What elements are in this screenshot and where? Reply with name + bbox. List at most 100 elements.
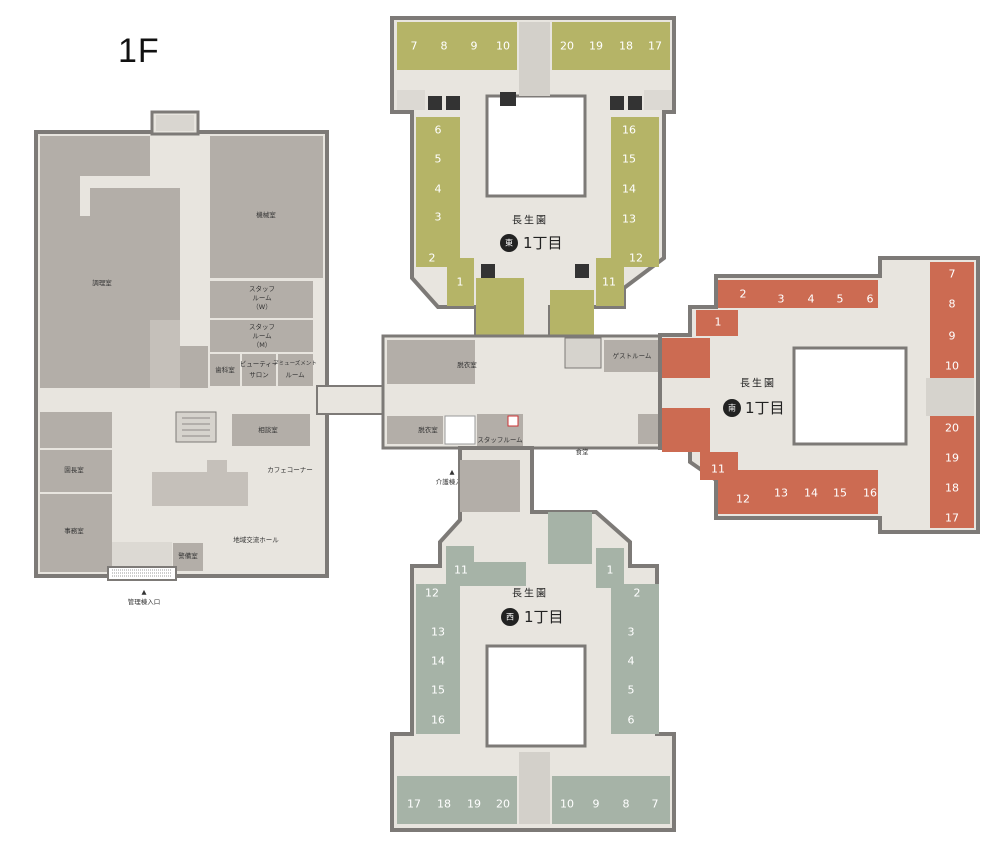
- room-number-north-left-1: 1: [457, 276, 464, 289]
- room-number-north-right-14: 14: [622, 183, 636, 196]
- label-chori: 調理室: [92, 278, 112, 287]
- room-number-south-right-2: 2: [634, 587, 641, 600]
- room-number-south-bottom-18: 18: [437, 798, 451, 811]
- south-unit-name: 長生園: [512, 587, 548, 600]
- south-unit-chome: 1丁目: [524, 608, 564, 626]
- room-number-south-left-14: 14: [431, 655, 445, 668]
- room-number-south-right-3: 3: [628, 626, 635, 639]
- room-staff-m: [210, 320, 313, 352]
- label-staff-m2: ルーム: [252, 332, 272, 340]
- label-amusement2: ルーム: [285, 371, 305, 379]
- room-number-south-bottom-7: 7: [652, 798, 659, 811]
- room-number-east-top-2: 2: [740, 288, 747, 301]
- label-shika: 歯科室: [215, 365, 235, 374]
- room-enchou: [40, 450, 112, 492]
- room-number-east-top-3: 3: [778, 293, 785, 306]
- label-jimu: 事務室: [64, 526, 84, 535]
- room-number-north-left-5: 5: [435, 153, 442, 166]
- room-number-south-left-16: 16: [431, 714, 445, 727]
- east-unit-chome: 1丁目: [745, 399, 785, 417]
- north-unit-badge: 東: [505, 238, 513, 248]
- heart-icon: [507, 415, 519, 427]
- room-number-south-bottom-20: 20: [496, 798, 510, 811]
- room-number-north-top-17: 17: [648, 40, 662, 53]
- room-number-east-bottom-12: 12: [736, 493, 750, 506]
- label-staff-m3: （M）: [253, 341, 272, 349]
- room-number-north-top-18: 18: [619, 40, 633, 53]
- east-unit-name: 長生園: [740, 377, 776, 390]
- room-amusement: [278, 354, 313, 386]
- room-number-north-top-7: 7: [411, 40, 418, 53]
- floor-label: 1F: [118, 32, 160, 70]
- room-number-east-low-11: 11: [711, 463, 725, 476]
- room-number-east-right-18: 18: [945, 482, 959, 495]
- east-wing: [658, 256, 980, 534]
- south-wing: 長生園 西 1丁目: [390, 446, 676, 832]
- room-number-south-right-1: 1: [607, 564, 614, 577]
- room-number-east-bottom-15: 15: [833, 487, 847, 500]
- label-cafe: カフェコーナー: [267, 466, 313, 474]
- label-guestroom: ゲストルーム: [613, 351, 652, 360]
- label-amusement1: アミューズメント: [273, 359, 317, 367]
- label-staffroom: スタッフルーム: [477, 435, 523, 444]
- central-hub: 脱衣室 脱衣室 スタッフルーム ゲストルーム 食堂 ▲ 介護棟入口: [381, 334, 665, 486]
- room-number-east-right-17: 17: [945, 512, 959, 525]
- room-keibi: [173, 543, 203, 571]
- label-care-entrance: 介護棟入口: [436, 477, 469, 486]
- room-number-south-right-6: 6: [628, 714, 635, 727]
- connector-corridor: [316, 385, 388, 415]
- room-number-south-bottom-9: 9: [593, 798, 600, 811]
- room-number-east-right-19: 19: [945, 452, 959, 465]
- room-number-north-left-4: 4: [435, 183, 442, 196]
- room-number-north-top-8: 8: [441, 40, 448, 53]
- room-number-north-top-9: 9: [471, 40, 478, 53]
- room-shika: [210, 354, 240, 386]
- room-beauty: [242, 354, 276, 386]
- room-number-south-left-13: 13: [431, 626, 445, 639]
- label-staff-w3: （W）: [252, 303, 271, 311]
- room-number-north-right-12: 12: [629, 252, 643, 265]
- room-jimu: [40, 494, 112, 572]
- room-number-north-top-20: 20: [560, 40, 574, 53]
- room-number-north-left-2: 2: [429, 252, 436, 265]
- room-number-east-bottom-14: 14: [804, 487, 818, 500]
- label-chiiki: 地域交流ホール: [233, 535, 279, 544]
- room-number-north-right-11: 11: [602, 276, 616, 289]
- label-enchou: 園長室: [64, 465, 84, 474]
- room-number-east-bottom-13: 13: [774, 487, 788, 500]
- label-datsui1: 脱衣室: [457, 360, 477, 369]
- room-number-east-right-10: 10: [945, 360, 959, 373]
- room-number-east-bottom-16: 16: [863, 487, 877, 500]
- room-guest: [604, 340, 660, 372]
- entrance-arrow-admin: ▲: [142, 588, 147, 596]
- room-number-east-mid-1: 1: [715, 316, 722, 329]
- room-number-south-bottom-19: 19: [467, 798, 481, 811]
- east-unit-badge: 南: [728, 403, 736, 413]
- room-number-south-right-5: 5: [628, 684, 635, 697]
- bath-area-1: [387, 340, 475, 384]
- room-number-south-left-12: 12: [425, 587, 439, 600]
- label-kikai: 機械室: [256, 210, 276, 219]
- room-number-north-left-3: 3: [435, 211, 442, 224]
- room-sodan: [232, 414, 310, 446]
- label-staff-w2: ルーム: [252, 294, 272, 302]
- room-number-east-right-7: 7: [949, 268, 956, 281]
- room-number-east-top-5: 5: [837, 293, 844, 306]
- room-kikai: [210, 136, 323, 278]
- label-beauty1: ビューティー: [240, 359, 279, 368]
- label-shokudo: 食堂: [576, 447, 590, 456]
- room-number-east-top-6: 6: [867, 293, 874, 306]
- room-number-south-left-15: 15: [431, 684, 445, 697]
- label-beauty2: サロン: [249, 371, 269, 379]
- room-number-north-right-15: 15: [622, 153, 636, 166]
- label-kanri-entrance: 管理棟入口: [128, 597, 161, 606]
- admin-building: 調理室 機械室 スタッフ ルーム （W） スタッフ ルーム （M） 歯科室 ビュ…: [34, 110, 329, 606]
- room-number-north-top-10: 10: [496, 40, 510, 53]
- room-number-south-bottom-8: 8: [623, 798, 630, 811]
- room-number-east-right-8: 8: [949, 298, 956, 311]
- room-number-east-right-9: 9: [949, 330, 956, 343]
- room-number-south-bottom-10: 10: [560, 798, 574, 811]
- room-number-east-right-20: 20: [945, 422, 959, 435]
